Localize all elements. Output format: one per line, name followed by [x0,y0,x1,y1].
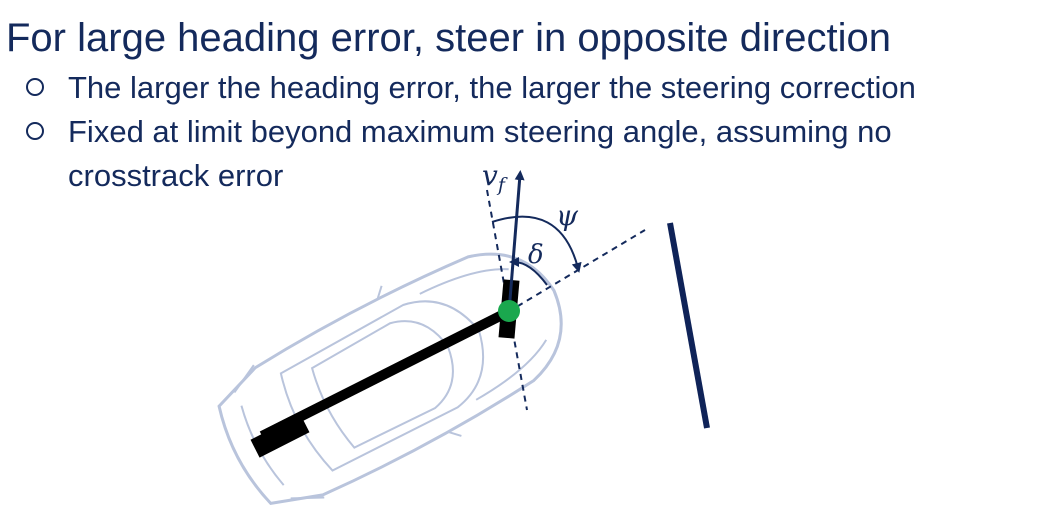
bullet-item-limit: Fixed at limit beyond maximum steering a… [26,110,1018,198]
bullet-text: The larger the heading error, the larger… [68,70,916,105]
bullet-text: Fixed at limit beyond maximum steering a… [68,114,892,193]
slide-heading: For large heading error, steer in opposi… [6,16,891,60]
reference-path-line [667,222,710,429]
circle-bullet-icon [26,78,44,96]
bullet-item-correction: The larger the heading error, the larger… [26,66,1018,110]
wheelbase-bar [259,307,511,441]
front-axle-point [498,300,520,322]
bullet-list: The larger the heading error, the larger… [26,66,1018,198]
heading-error-arc [491,215,582,273]
heading-error-label: ψ [556,199,579,232]
circle-bullet-icon [26,122,44,140]
rear-wheel [250,414,310,458]
velocity-vector-arrow [507,170,525,313]
steering-angle-arc [509,257,548,286]
steering-angle-label: δ [528,240,544,270]
velocity-label: vf [482,159,508,196]
